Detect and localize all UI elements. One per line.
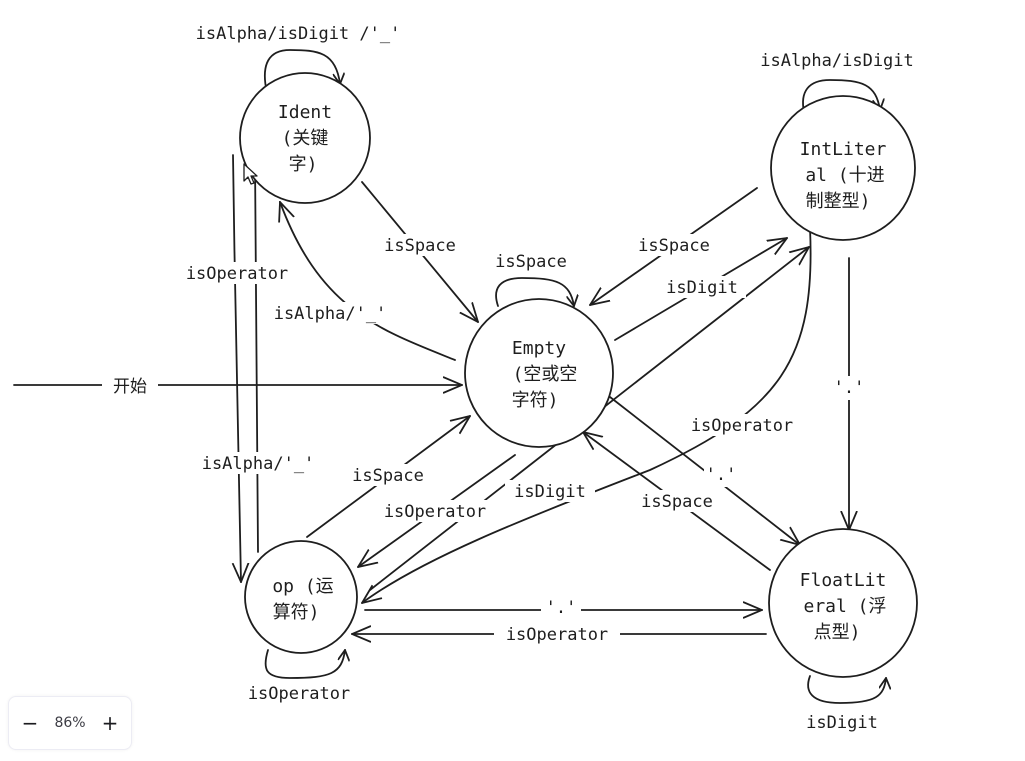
svg-text:isAlpha/isDigit /'_': isAlpha/isDigit /'_' [196,24,401,44]
svg-text:isSpace: isSpace [495,252,567,272]
svg-text:开始: 开始 [113,377,147,397]
node-ident-line-3: 字) [289,154,318,175]
edge-label-ident-loop: isAlpha/isDigit /'_' [196,24,401,44]
edge-int-to-op[interactable] [362,227,812,603]
edge-label-empty-to-float: '.' [704,463,738,487]
edge-label-op-to-empty: isSpace [344,464,432,486]
pointer-cursor-icon [243,163,258,185]
node-ident-line-2: (关键 [282,128,329,149]
node-floatliteral[interactable]: FloatLit eral (浮 点型) [768,528,918,678]
node-intlit-line-3: 制整型) [806,191,871,212]
edge-label-float-loop: isDigit [806,713,878,733]
node-op-line-1: op (运 [272,576,333,597]
edge-label-ident-to-op: isOperator [176,262,298,284]
edge-label-int-loop: isAlpha/isDigit [760,51,914,71]
svg-text:isOperator: isOperator [506,625,608,645]
svg-text:isOperator: isOperator [384,502,486,522]
zoom-in-button[interactable]: + [101,711,119,735]
node-intlit-line-2: al (十进 [805,165,884,186]
node-float-line-2: eral (浮 [803,596,886,617]
edge-label-ident-to-empty: isSpace [377,234,463,256]
edge-op-to-ident[interactable] [255,160,258,553]
node-intliteral[interactable]: IntLiter al (十进 制整型) [770,95,916,241]
node-empty-line-2: (空或空 [513,364,578,385]
node-intlit-line-1: IntLiter [800,139,887,160]
node-float-line-3: 点型) [814,622,861,643]
svg-text:isOperator: isOperator [248,684,350,704]
node-empty-line-3: 字符) [512,390,559,411]
edge-empty-to-ident[interactable] [280,202,456,361]
svg-text:isSpace: isSpace [641,492,713,512]
node-ident-line-1: Ident [278,102,332,123]
edge-label-op-to-ident: isAlpha/'_' [192,452,324,474]
edge-label-int-to-empty: isSpace [630,234,718,256]
edge-label-empty-to-op: isOperator [373,500,497,522]
svg-text:isAlpha/'_': isAlpha/'_' [274,304,387,324]
node-op[interactable]: op (运 算符) [244,540,358,654]
edge-label-float-to-empty: isSpace [633,490,721,512]
svg-text:'.': '.' [546,598,577,618]
edge-label-empty-loop: isSpace [495,252,567,272]
svg-text:isDigit: isDigit [666,278,738,298]
svg-text:'.': '.' [706,465,737,485]
edge-label-op-to-float: '.' [541,596,581,620]
zoom-control: − 86% + [8,696,132,750]
edge-op-loop[interactable] [264,650,345,679]
zoom-level[interactable]: 86% [54,715,86,731]
svg-text:isSpace: isSpace [638,236,710,256]
edge-ident-to-op[interactable] [233,154,241,582]
edge-label-int-to-op: isOperator [680,414,804,436]
node-ident[interactable]: Ident (关键 字) [239,72,371,204]
node-empty[interactable]: Empty (空或空 字符) [464,298,614,448]
node-float-line-1: FloatLit [800,570,887,591]
svg-text:isSpace: isSpace [384,236,456,256]
node-empty-line-1: Empty [512,338,566,359]
edge-ident-loop[interactable] [264,49,340,89]
svg-text:isOperator: isOperator [186,264,288,284]
edge-label-int-to-float: '.' [832,376,866,400]
edge-label-empty-to-int: isDigit [658,276,746,298]
svg-text:isAlpha/'_': isAlpha/'_' [202,454,315,474]
edge-label-empty-to-ident: isAlpha/'_' [264,302,396,324]
svg-text:isSpace: isSpace [352,466,424,486]
zoom-out-button[interactable]: − [21,711,39,735]
edge-label-start: 开始 [102,372,158,398]
edge-label-op-to-int: isDigit [505,480,595,502]
svg-text:'.': '.' [834,378,865,398]
svg-text:isDigit: isDigit [806,713,878,733]
edge-label-float-to-op: isOperator [494,623,620,645]
edge-empty-loop[interactable] [495,277,574,306]
svg-text:isDigit: isDigit [514,482,586,502]
edge-intlit-loop[interactable] [802,79,880,113]
edge-float-loop[interactable] [807,675,886,704]
svg-text:isAlpha/isDigit: isAlpha/isDigit [760,51,914,71]
node-op-line-2: 算符) [273,602,320,623]
svg-text:isOperator: isOperator [691,416,793,436]
edge-label-op-loop: isOperator [248,684,350,704]
